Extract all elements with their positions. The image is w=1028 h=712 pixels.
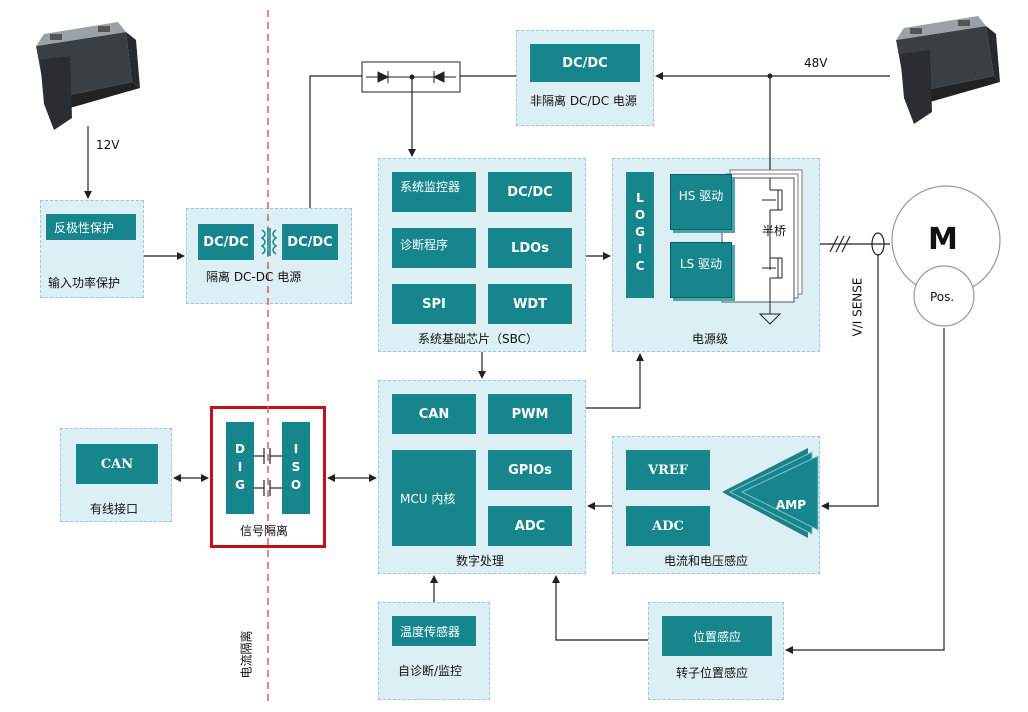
position-sensor-icon: [913, 265, 975, 327]
input-power-protection-caption: 输入功率保护: [48, 276, 121, 290]
mcu-adc-block: ADC: [488, 506, 572, 546]
label-12v: 12V: [96, 138, 120, 152]
gpios-block: GPIOs: [488, 450, 572, 490]
system-monitor-block: 系统监控器: [392, 172, 476, 212]
isolated-dcdc-secondary: DC/DC: [282, 224, 338, 260]
polarity-protection-block: 反极性保护: [46, 214, 136, 240]
power-stage-caption: 电源级: [692, 332, 729, 346]
galvanic-isolation-label: 电流隔离: [239, 630, 254, 679]
rotor-position-caption: 转子位置感应: [676, 666, 749, 680]
half-bridge-box: [721, 177, 795, 303]
sbc-dcdc-block: DC/DC: [488, 172, 572, 212]
mcu-core-block: MCU 内核: [392, 450, 476, 546]
amp-icon: [722, 448, 819, 538]
iso-block: [282, 422, 310, 514]
wdt-block: WDT: [488, 284, 572, 324]
battery-48v-icon: [896, 16, 1000, 124]
sensing-caption: 电流和电压感应: [664, 554, 749, 568]
ls-driver-block: LS 驱动: [670, 242, 732, 298]
ldos-block: LDOs: [488, 228, 572, 268]
self-diagnosis-caption: 自诊断/监控: [398, 664, 463, 678]
signal-isolation-caption: 信号隔离: [240, 524, 289, 538]
vi-sense-label: V/I SENSE: [850, 277, 865, 337]
vref-block: VREF: [626, 450, 710, 490]
position-sensing-block: 位置感应: [662, 616, 772, 656]
digital-processing-caption: 数字处理: [456, 554, 505, 568]
position-sensor-label: Pos.: [930, 290, 955, 304]
mcu-can-block: CAN: [392, 394, 476, 434]
sense-adc-block: ADC: [626, 506, 710, 546]
dig-block: [226, 422, 254, 514]
half-bridge-label: 半桥: [762, 224, 787, 238]
wired-interface-caption: 有线接口: [90, 502, 139, 516]
mosfet-icon: [762, 178, 783, 302]
spi-block: SPI: [392, 284, 476, 324]
pwm-block: PWM: [488, 394, 572, 434]
motor-label: M: [928, 222, 958, 257]
battery-12v-icon: [36, 22, 140, 130]
isolated-dcdc-caption: 隔离 DC-DC 电源: [206, 270, 302, 284]
can-wired-block: CAN: [76, 444, 158, 484]
diagnostics-block: 诊断程序: [392, 228, 476, 268]
nonisolated-dcdc-caption: 非隔离 DC/DC 电源: [530, 94, 637, 108]
label-48v: 48V: [804, 56, 828, 70]
amp-label: AMP: [776, 498, 807, 512]
hs-driver-block: HS 驱动: [670, 174, 732, 230]
transformer-icon: [260, 228, 278, 256]
logic-block: [626, 172, 654, 298]
ground-icon: [758, 313, 782, 325]
capacitor-icon: [254, 448, 282, 496]
nonisolated-dcdc-block: DC/DC: [530, 44, 640, 82]
sbc-caption: 系统基础芯片（SBC）: [418, 332, 539, 346]
isolated-dcdc-primary: DC/DC: [198, 224, 254, 260]
temp-sensor-block: 温度传感器: [392, 616, 476, 646]
